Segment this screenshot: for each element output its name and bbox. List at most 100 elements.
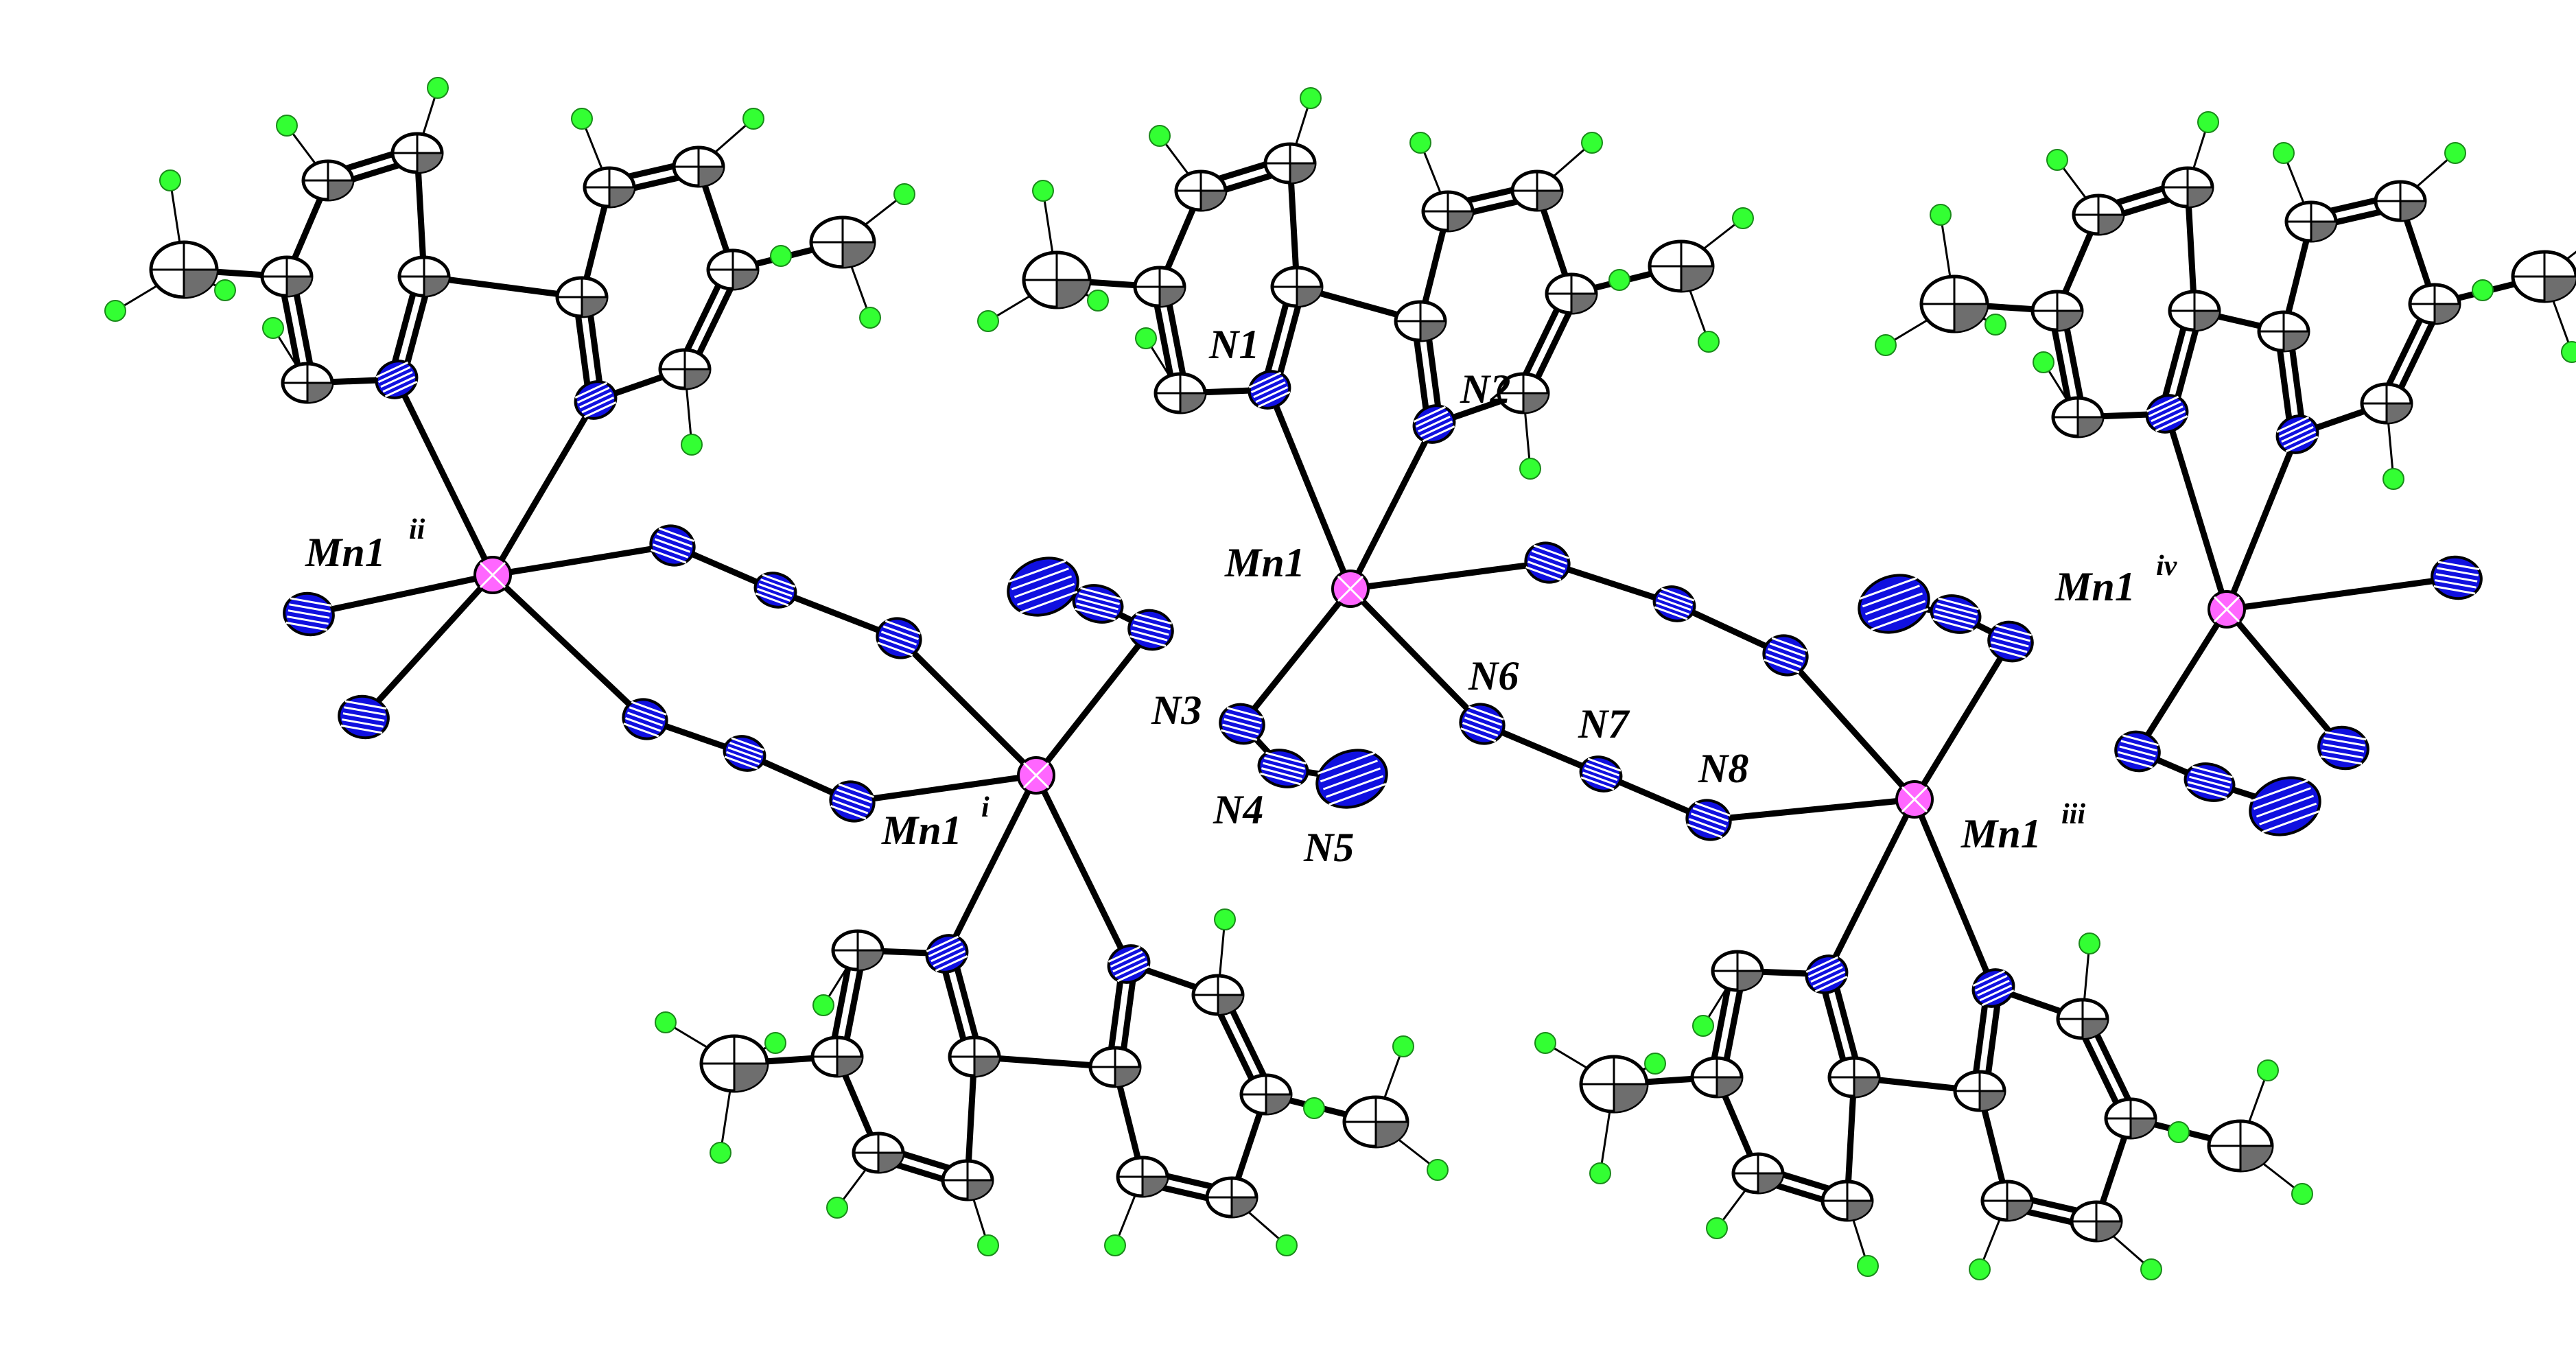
nitrogen-hatch xyxy=(726,751,760,765)
nitrogen-hatch xyxy=(576,386,610,404)
carbon-axes xyxy=(943,1161,992,1199)
nitrogen-hatch xyxy=(382,375,416,393)
nitrogen-hatch xyxy=(1989,646,2026,659)
hydrogen-atom xyxy=(1706,1217,1728,1239)
nitrogen-atom xyxy=(1652,585,1696,622)
nitrogen-hatch xyxy=(2285,436,2319,453)
nitrogen-atom xyxy=(1072,584,1124,624)
carbon-atom xyxy=(1088,1046,1142,1088)
label-n6: N6 xyxy=(1468,653,1519,699)
nitrogen-hatch xyxy=(1260,772,1301,786)
nitrogen-hatch xyxy=(1464,716,1501,731)
nitrogen-hatch xyxy=(1114,960,1148,978)
nitrogen-hatch xyxy=(375,361,409,378)
carbon-axes xyxy=(2053,398,2103,436)
carbon-atom xyxy=(831,929,885,972)
nitrogen-hatch xyxy=(380,371,413,388)
nitrogen-atom xyxy=(1987,620,2034,663)
label-n7: N7 xyxy=(1578,701,1630,747)
carbon-octant xyxy=(1115,1067,1140,1086)
nitrogen-hatch xyxy=(1525,566,1562,581)
carbon-axes xyxy=(1713,952,1762,990)
hydrogen-atom xyxy=(1969,1258,1991,1280)
carbon-octant xyxy=(974,1057,999,1076)
carbon-axes xyxy=(1650,242,1713,291)
hydrogen-atom xyxy=(2079,932,2100,954)
bond xyxy=(1239,585,1354,727)
hydrogen-atom xyxy=(214,279,236,301)
carbon-octant xyxy=(1160,287,1184,306)
hydrogen-atom xyxy=(1875,334,1897,356)
hydrogen-atom xyxy=(2444,142,2466,164)
nitrogen-hatch xyxy=(1690,812,1727,828)
carbon-octant xyxy=(1448,211,1473,231)
nitrogen-hatch xyxy=(1694,801,1731,817)
carbon-atom xyxy=(1827,1056,1881,1099)
nitrogen-hatch xyxy=(1413,406,1447,423)
carbon-atom xyxy=(2104,1097,2157,1140)
carbon-octant xyxy=(417,153,442,172)
nitrogen-hatch xyxy=(1527,561,1564,576)
nitrogen-hatch xyxy=(2259,802,2317,825)
carbon-atom xyxy=(260,255,314,298)
carbon-atom xyxy=(1239,1073,1293,1116)
nitrogen-hatch xyxy=(2321,749,2363,759)
carbon-octant xyxy=(2284,331,2308,351)
nitrogen-hatch xyxy=(1132,624,1169,636)
carbon-axes xyxy=(660,350,710,388)
carbon-atom xyxy=(706,248,760,291)
hydrogen-atom xyxy=(2472,279,2494,301)
bond xyxy=(1782,652,1918,803)
hydrogen-atom xyxy=(1303,1097,1325,1119)
nitrogen-hatch xyxy=(1261,767,1302,780)
nitrogen-hatch xyxy=(1935,607,1976,621)
hydrogen-atom xyxy=(1087,290,1109,312)
carbon-atom xyxy=(583,166,636,209)
carbon-octant xyxy=(2400,201,2425,220)
carbon-axes xyxy=(303,161,353,200)
carbon-atom xyxy=(555,276,609,318)
hydrogen-atom xyxy=(1409,132,1431,154)
nitrogen-hatch xyxy=(1011,567,1069,591)
nitrogen-hatch xyxy=(1585,762,1619,777)
carbon-axes xyxy=(708,250,758,289)
carbon-atom xyxy=(1191,974,1245,1016)
nitrogen-hatch xyxy=(2122,734,2159,747)
hydrogen-atom xyxy=(1589,1162,1611,1184)
nitrogen-hatch xyxy=(2324,731,2367,741)
hydrogen-atom xyxy=(812,994,834,1016)
carbon-atom xyxy=(2374,180,2427,222)
nitrogen-hatch xyxy=(2283,430,2317,448)
bond xyxy=(489,572,648,723)
nitrogen-hatch xyxy=(1225,712,1262,725)
nitrogen-hatch xyxy=(729,742,763,756)
nitrogen-hatch xyxy=(1810,965,1843,983)
hydrogen-atom xyxy=(571,108,593,130)
label-n5: N5 xyxy=(1303,825,1354,870)
nitrogen-hatch xyxy=(1995,624,2033,637)
nitrogen-atom xyxy=(1412,404,1456,444)
carbon-axes xyxy=(2074,196,2123,234)
nitrogen-hatch xyxy=(1687,823,1723,838)
nitrogen-hatch xyxy=(838,783,874,798)
carbon-atom xyxy=(2284,200,2338,243)
nitrogen-atom xyxy=(1107,944,1151,984)
carbon-axes xyxy=(1733,1154,1783,1193)
nitrogen-hatch xyxy=(2437,567,2479,576)
manganese-atom xyxy=(1895,780,1934,819)
nitrogen-atom xyxy=(2145,394,2189,434)
nitrogen-hatch xyxy=(1533,544,1569,559)
nitrogen-hatch xyxy=(658,527,694,542)
nitrogen-hatch xyxy=(344,700,387,710)
bond xyxy=(2223,574,2460,613)
carbon-axes xyxy=(1547,274,1596,313)
hydrogen-atom xyxy=(159,169,181,191)
nitrogen-hatch xyxy=(2188,781,2229,794)
nitrogen-hatch xyxy=(1317,751,1375,775)
carbon-octant xyxy=(609,187,634,207)
nitrogen-hatch xyxy=(2118,751,2155,763)
nitrogen-hatch xyxy=(2151,405,2183,423)
nitrogen-hatch xyxy=(1422,425,1455,443)
carbon-axes xyxy=(674,148,723,186)
